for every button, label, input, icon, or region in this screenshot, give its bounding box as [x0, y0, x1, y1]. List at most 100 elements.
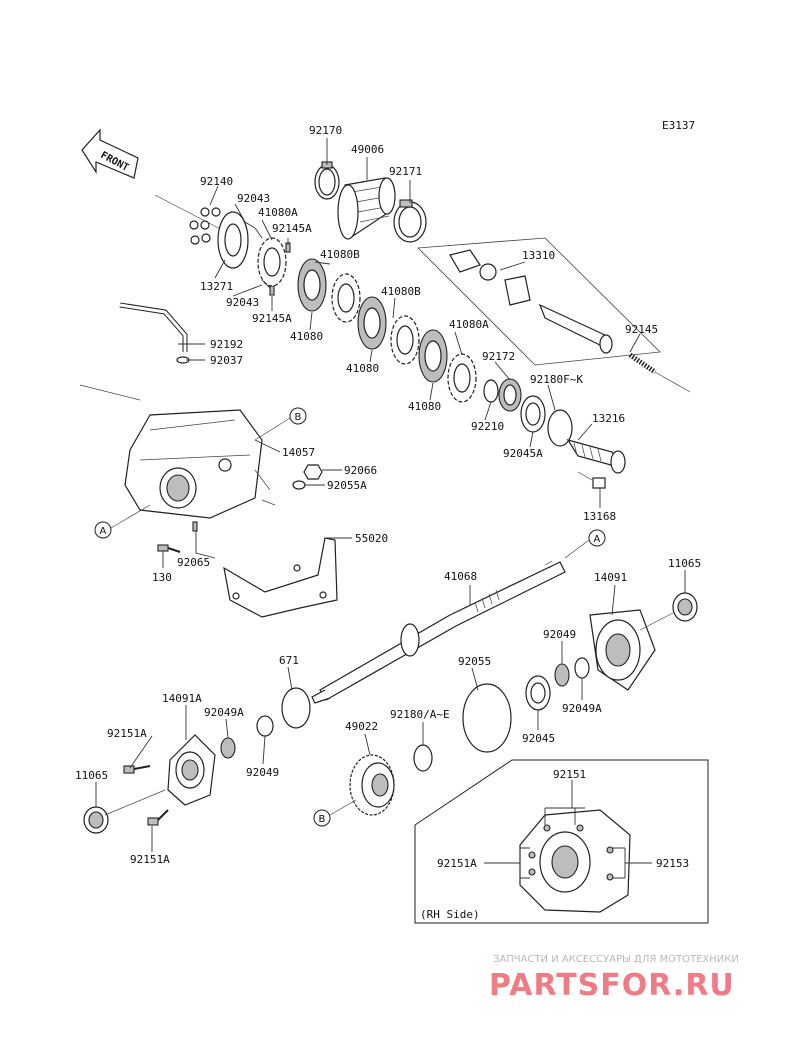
- label-11065-right: 11065: [668, 557, 701, 570]
- pin-92065: [192, 521, 198, 532]
- bolt-92151A-upper: [123, 765, 151, 774]
- label-41080-3: 41080: [408, 400, 441, 413]
- callout-b-top: B: [254, 407, 307, 441]
- bolt-130: [157, 544, 181, 553]
- label-92151: 92151: [553, 768, 586, 781]
- label-13216: 13216: [592, 412, 625, 425]
- clutch-plate-41080A-1: [257, 237, 287, 287]
- label-92043-top: 92043: [237, 192, 270, 205]
- seal-92049A-left: [220, 737, 236, 759]
- shim-92180FK: [547, 409, 573, 447]
- label-92145A-top: 92145A: [272, 222, 312, 235]
- callout-a-right: A: [564, 529, 606, 559]
- label-49022: 49022: [345, 720, 378, 733]
- label-92153: 92153: [656, 857, 689, 870]
- cover-14091A: [167, 734, 216, 806]
- label-92037: 92037: [210, 354, 243, 367]
- label-92180FK: 92180F~K: [530, 373, 583, 386]
- breather-92192: [119, 302, 190, 364]
- balls-92140: [189, 207, 221, 245]
- label-41080A-2: 41080A: [449, 318, 489, 331]
- svg-text:A: A: [100, 526, 107, 537]
- label-41080B-2: 41080B: [381, 285, 421, 298]
- svg-text:A: A: [594, 534, 601, 545]
- label-92180AE: 92180/A~E: [390, 708, 450, 721]
- label-11065-left: 11065: [75, 769, 108, 782]
- friction-disc-41080-3: [418, 329, 448, 383]
- bearing-92210: [483, 379, 499, 403]
- cap-11065-left: [83, 789, 166, 834]
- inset-rh-side: (RH Side): [414, 759, 709, 924]
- label-92065: 92065: [177, 556, 210, 569]
- label-92145: 92145: [625, 323, 658, 336]
- label-92151A-1: 92151A: [107, 727, 147, 740]
- cap-11065-right: [639, 592, 698, 631]
- label-92192: 92192: [210, 338, 243, 351]
- label-13310: 13310: [522, 249, 555, 262]
- label-92145A-2: 92145A: [252, 312, 292, 325]
- bearing-92045: [525, 675, 551, 711]
- o-ring-92055: [462, 683, 512, 753]
- bearing-92045A: [520, 395, 546, 433]
- bolt-92151A-lower: [147, 809, 169, 826]
- seal-92049-right: [554, 663, 570, 687]
- label-92140: 92140: [200, 175, 233, 188]
- leader-lines: [95, 138, 686, 879]
- label-41080-1: 41080: [290, 330, 323, 343]
- pinion-13216: [566, 439, 626, 474]
- ring-92049A-right: [574, 657, 590, 679]
- watermark: ЗАПЧАСТИ И АКСЕССУАРЫ ДЛЯ МОТОТЕХНИКИ PA…: [489, 954, 739, 1003]
- oil-seal-92172: [498, 378, 522, 412]
- label-14057: 14057: [282, 446, 315, 459]
- watermark-tagline: ЗАПЧАСТИ И АКСЕССУАРЫ ДЛЯ МОТОТЕХНИКИ: [493, 954, 739, 965]
- o-ring-671: [281, 687, 311, 729]
- label-92049-right: 92049: [543, 628, 576, 641]
- label-130: 130: [152, 571, 172, 584]
- label-92045A: 92045A: [503, 447, 543, 460]
- seal-92049-left: [256, 715, 274, 737]
- boot-49006: [337, 177, 396, 240]
- clamp-92171: [393, 199, 427, 243]
- shim-92180AE: [413, 744, 433, 772]
- label-92049A-left: 92049A: [204, 706, 244, 719]
- nut-13168: [577, 471, 606, 489]
- label-92043-bottom: 92043: [226, 296, 259, 309]
- callout-b-bottom: B: [313, 799, 357, 827]
- watermark-brand: PARTSFOR.RU: [489, 968, 735, 1003]
- clutch-plate-41080B-1: [331, 273, 361, 323]
- label-41080B-1: 41080B: [320, 248, 360, 261]
- label-55020: 55020: [355, 532, 388, 545]
- part-labels: 92170 49006 92171 92140 92043 41080A 921…: [75, 124, 701, 870]
- label-92172: 92172: [482, 350, 515, 363]
- label-41080-2: 41080: [346, 362, 379, 375]
- svg-text:B: B: [295, 412, 302, 423]
- svg-text:B: B: [319, 814, 326, 825]
- label-13271: 13271: [200, 280, 233, 293]
- label-92049A-right: 92049A: [562, 702, 602, 715]
- label-41068: 41068: [444, 570, 477, 583]
- label-14091A: 14091A: [162, 692, 202, 705]
- friction-disc-41080-1: [297, 258, 327, 312]
- label-92055: 92055: [458, 655, 491, 668]
- label-92055A: 92055A: [327, 479, 367, 492]
- front-arrow-icon: FRONT: [81, 128, 139, 179]
- ring-gear-49022: [349, 754, 395, 816]
- label-671: 671: [279, 654, 299, 667]
- cover-14091: [589, 609, 656, 691]
- label-13168: 13168: [583, 510, 616, 523]
- label-92151A-inset: 92151A: [437, 857, 477, 870]
- label-14091: 14091: [594, 571, 627, 584]
- spring-92145: [628, 352, 691, 393]
- label-92171: 92171: [389, 165, 422, 178]
- diagram-code: E3137: [662, 119, 695, 132]
- label-92151A-2: 92151A: [130, 853, 170, 866]
- clutch-plate-41080A-2: [447, 353, 477, 403]
- label-92170: 92170: [309, 124, 342, 137]
- bolt-92066: [303, 464, 323, 480]
- label-41080A-top: 41080A: [258, 206, 298, 219]
- shaft-assembly-13310: [417, 237, 661, 366]
- bracket-55020: [223, 537, 338, 618]
- shaft-41068: [311, 560, 566, 704]
- clutch-plate-41080B-2: [390, 315, 420, 365]
